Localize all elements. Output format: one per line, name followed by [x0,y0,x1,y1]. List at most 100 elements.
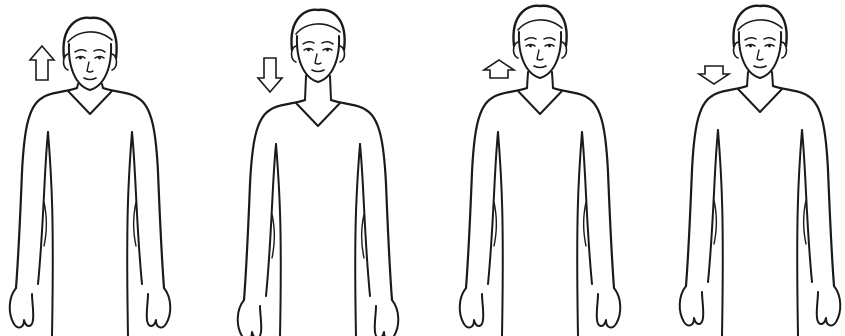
mouth [534,66,546,68]
figure-1 [10,18,171,336]
neck-right [552,72,553,88]
left-arm-outer [686,96,712,286]
nose [757,50,763,60]
left-eyebrow [303,42,314,44]
tall-arrow-icon [30,46,54,80]
right-pupil [326,49,329,52]
left-hand [460,288,484,327]
left-shoulder [42,88,77,98]
wide-arrow-icon [699,66,729,84]
left-ear [514,42,519,58]
right-arm-outer [808,96,834,286]
torso-left-side [498,132,503,336]
left-arm-inner [38,132,48,284]
right-waist-contour [134,202,136,246]
left-waist-contour [272,214,274,258]
right-hand [817,286,841,325]
torso-right-side [355,144,360,336]
nose [537,50,543,60]
torso-right-side [577,132,582,336]
left-pupil [749,45,752,48]
v-neckline [738,89,782,112]
left-waist-contour [494,202,496,246]
left-pupil [307,49,310,52]
left-ear [64,54,69,70]
right-shoulder [103,88,138,98]
v-neckline [518,91,562,114]
right-arm-inner [582,132,592,284]
hairline [296,24,340,34]
right-eyebrow [322,42,333,44]
right-pupil [768,45,771,48]
hairline [738,20,782,30]
left-arm-inner [488,132,498,284]
right-ear [562,42,567,58]
hairline [518,20,562,30]
torso-left-side [48,132,53,336]
wide-arrow-icon [484,60,514,78]
right-arm-outer [366,110,392,300]
left-arm-outer [16,98,42,288]
neck-left [305,76,306,100]
right-arm-inner [802,130,812,282]
left-eyebrow [75,50,86,52]
left-hand [238,300,262,336]
right-pupil [98,57,101,60]
mouth [754,66,766,68]
right-eyebrow [94,50,105,52]
torso-right-side [127,132,132,336]
left-shoulder [712,86,747,96]
right-ear [340,46,345,62]
right-pupil [548,45,551,48]
neck-right [330,76,331,100]
right-shoulder [773,86,808,96]
right-eyebrow [544,38,555,40]
neck-right [772,72,773,86]
left-pupil [529,45,532,48]
right-arm-outer [138,98,164,288]
v-neckline [68,91,112,114]
right-waist-contour [804,200,806,244]
left-arm-outer [466,98,492,288]
nose [87,62,93,72]
left-eyebrow [525,38,536,40]
nose [315,54,321,64]
mouth [84,78,96,80]
hairline [68,32,112,42]
figure-4 [680,6,841,336]
right-arm-outer [588,98,614,288]
right-arm-inner [132,132,142,284]
right-waist-contour [362,214,364,258]
torso-left-side [276,144,281,336]
right-arm-inner [360,144,370,296]
right-hand [147,288,171,327]
right-eyebrow [764,38,775,40]
left-ear [292,46,297,62]
mouth [312,70,324,72]
right-ear [112,54,117,70]
right-ear [782,42,787,58]
right-waist-contour [584,202,586,246]
left-hand [10,288,34,327]
left-shoulder [492,88,527,98]
right-hand [375,300,399,336]
right-shoulder [331,100,366,110]
v-neckline [296,103,340,126]
left-pupil [79,57,82,60]
tall-arrow-icon [258,58,282,92]
left-arm-inner [708,130,718,282]
left-arm-outer [244,110,270,300]
figure-3 [460,6,621,336]
neck-left [527,72,528,88]
torso-left-side [718,130,723,336]
left-waist-contour [44,202,46,246]
figure-2 [238,10,399,336]
neck-left [747,72,748,86]
right-hand [597,288,621,327]
left-eyebrow [745,38,756,40]
left-hand [680,286,704,325]
left-waist-contour [714,200,716,244]
left-arm-inner [266,144,276,296]
